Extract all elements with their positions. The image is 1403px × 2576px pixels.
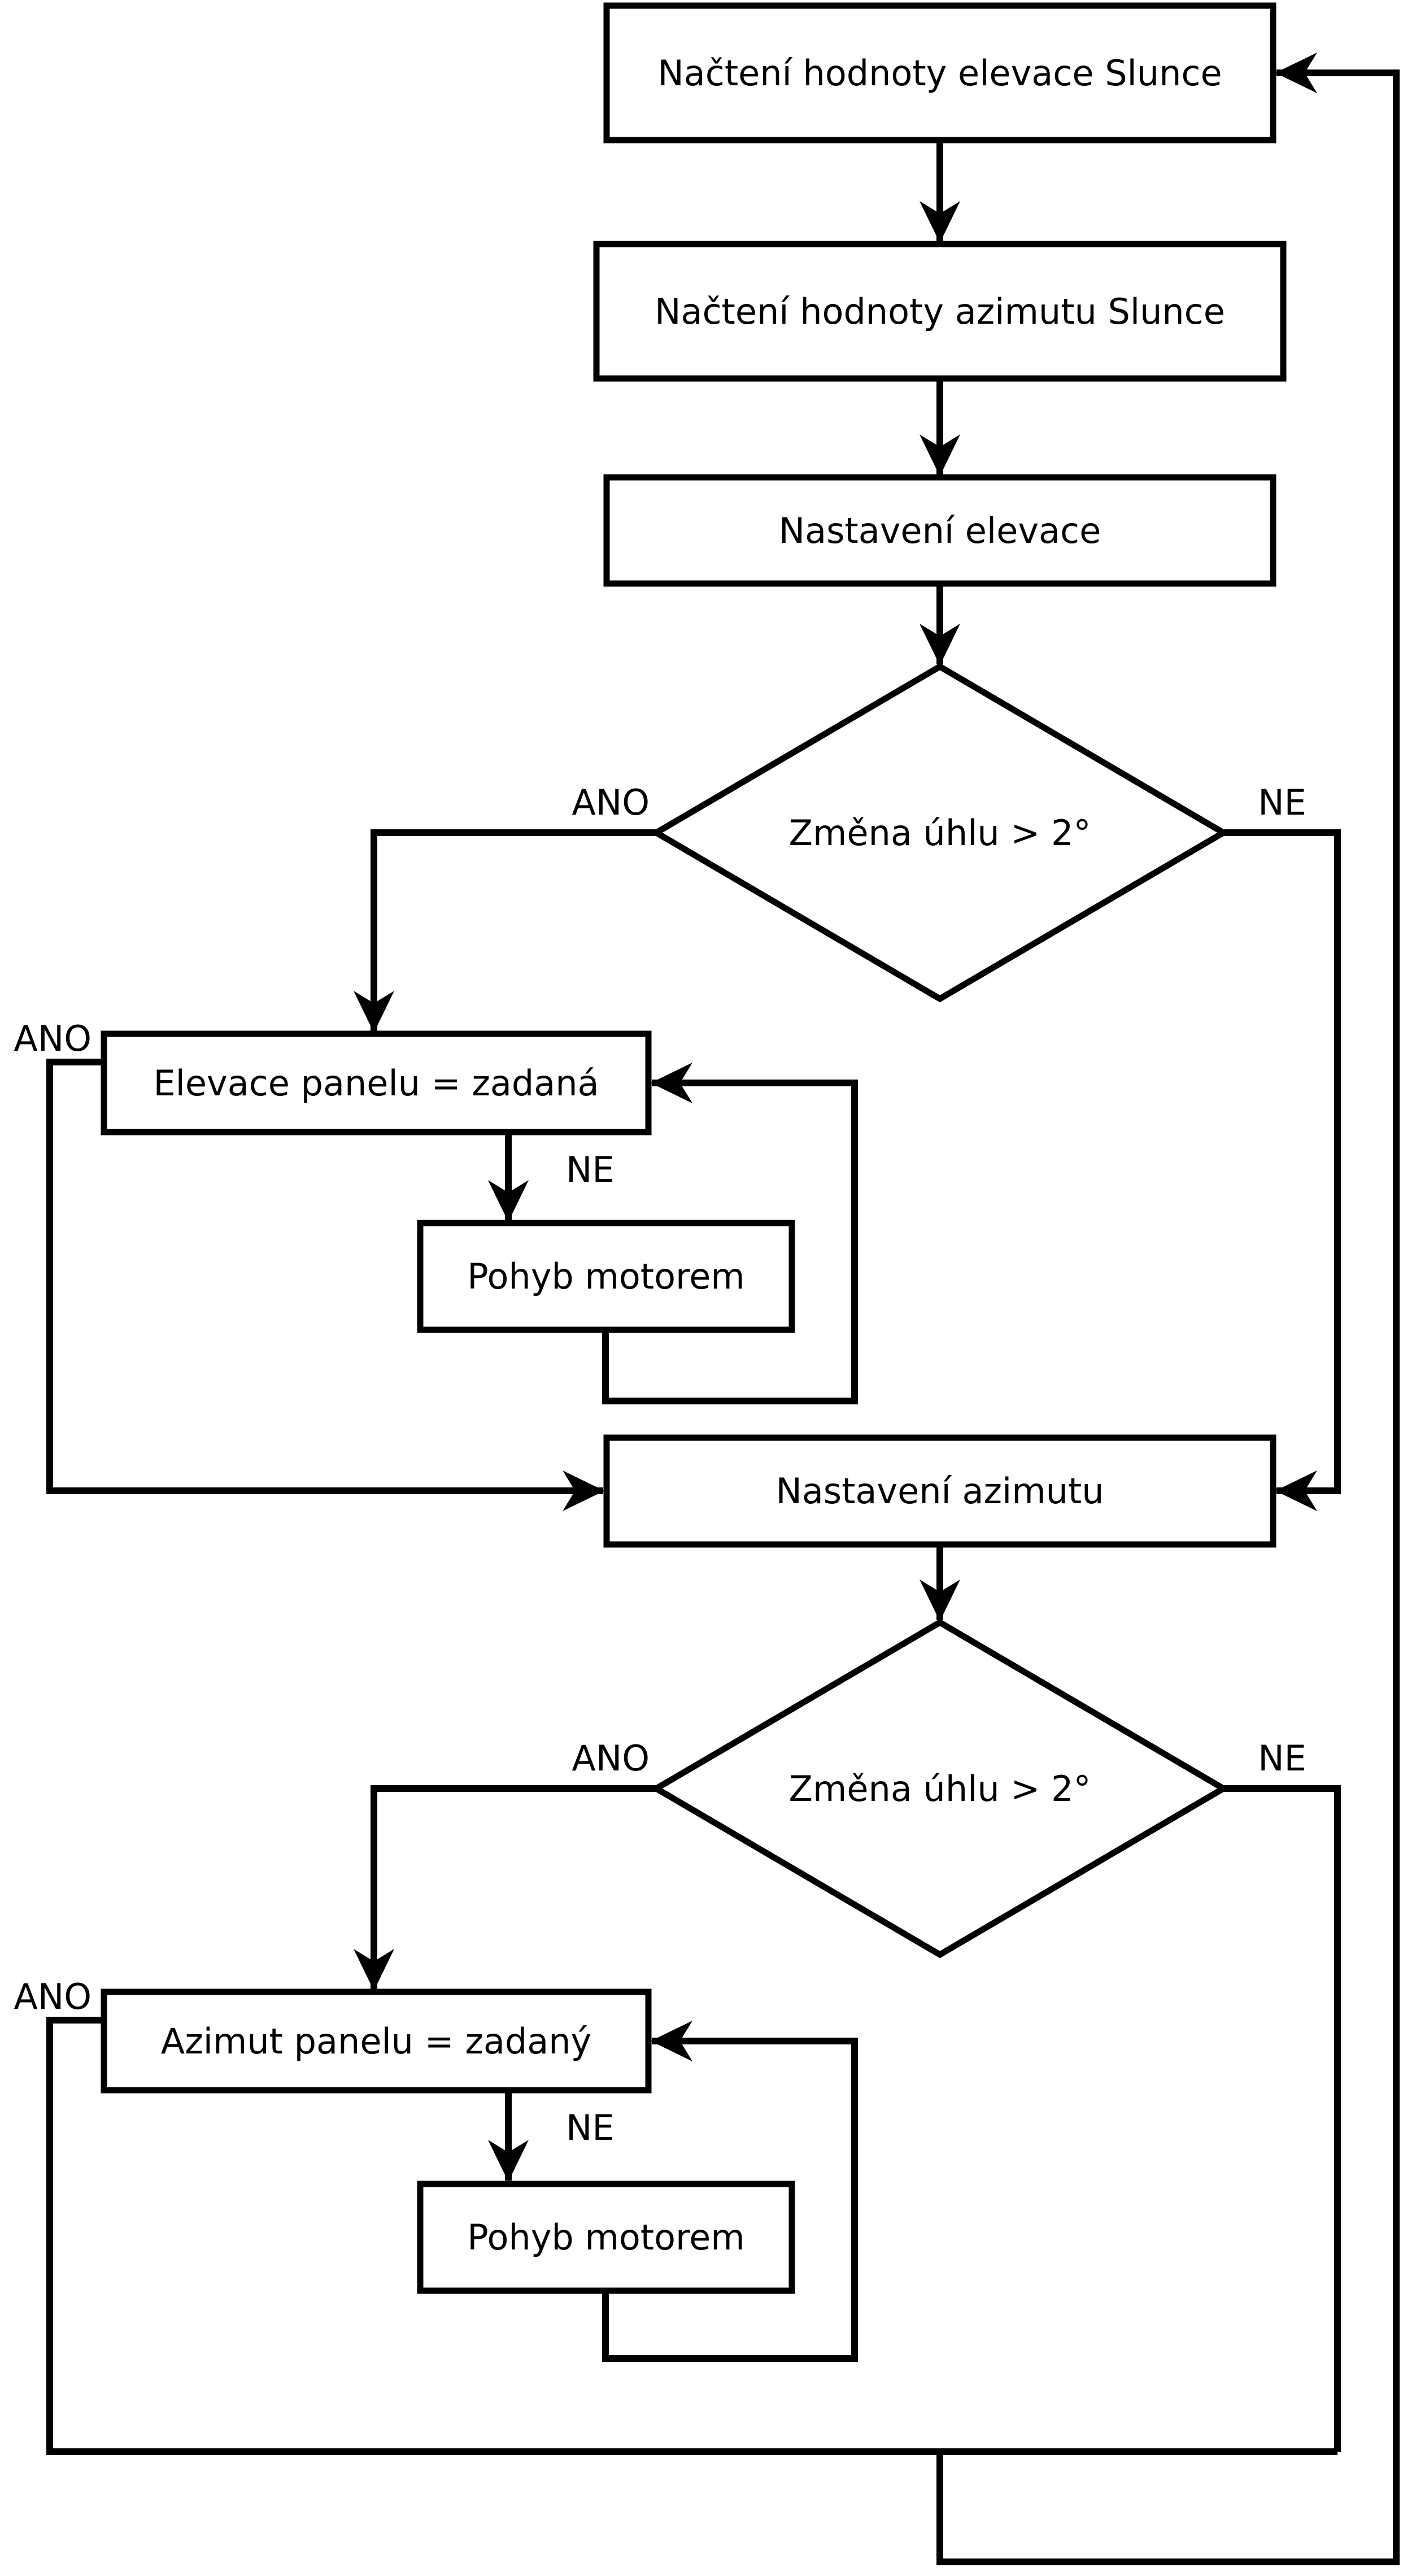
node-set-azimuth: Nastavení azimutu <box>603 1434 1276 1548</box>
node-label-load-elevation: Načtení hodnoty elevace Slunce <box>657 53 1222 94</box>
node-elevation-motor: Pohyb motorem <box>417 1220 795 1333</box>
connector-azimuth-decision-yes <box>354 1785 656 1991</box>
node-label-set-elevation: Nastavení elevace <box>779 510 1101 551</box>
node-label-azimuth-reached: Azimut panelu = zadaný <box>161 2021 591 2062</box>
branch-label-yes-elevation-decision: ANO <box>572 782 650 823</box>
connector-azimuth-motor-loop <box>602 2021 858 2362</box>
process-box-load-elevation <box>603 2 1276 143</box>
node-elevation-reached: Elevace panelu = zadaná <box>101 1030 652 1135</box>
branch-label-yes-azimuth-reached: ANO <box>14 1976 91 2017</box>
branch-label-no-azimuth-reached: NE <box>566 2107 615 2148</box>
connector-elevation-decision-yes <box>354 829 656 1033</box>
connector-azimuth-decision-no <box>1223 1785 1341 2452</box>
decision-label-azimuth: Změna úhlu > 2° <box>789 1768 1091 1809</box>
connector-elevation-motor-loop <box>602 1063 858 1404</box>
decision-diamond-azimuth <box>650 1618 1230 1959</box>
node-azimuth-reached: Azimut panelu = zadaný <box>101 1988 652 2094</box>
node-label-azimuth-motor: Pohyb motorem <box>467 2217 744 2258</box>
node-label-load-azimuth: Načtení hodnoty azimutu Slunce <box>655 291 1225 332</box>
decision-diamond-elevation <box>650 663 1230 1003</box>
node-label-set-azimuth: Nastavení azimutu <box>775 1470 1104 1512</box>
connector-azimuth-reached-yes-merge <box>46 2017 1337 2455</box>
process-box-azimuth-motor <box>417 2181 795 2294</box>
node-azimuth-decision: Změna úhlu > 2° <box>650 1618 1230 1959</box>
branch-label-yes-elevation-reached: ANO <box>14 1018 91 1059</box>
process-box-load-azimuth <box>593 241 1287 382</box>
node-load-azimuth: Načtení hodnoty azimutu Slunce <box>593 241 1287 382</box>
process-box-elevation-reached <box>101 1030 652 1135</box>
connector-elevation-decision-no <box>1223 829 1341 1511</box>
process-box-set-azimuth <box>603 1434 1276 1548</box>
node-elevation-decision: Změna úhlu > 2° <box>650 663 1230 1003</box>
connector-return-loop <box>936 53 1400 2565</box>
node-set-elevation: Nastavení elevace <box>603 474 1276 587</box>
process-box-set-elevation <box>603 474 1276 587</box>
node-load-elevation: Načtení hodnoty elevace Slunce <box>603 2 1276 143</box>
decision-label-elevation: Změna úhlu > 2° <box>789 812 1091 854</box>
node-label-elevation-motor: Pohyb motorem <box>467 1256 744 1297</box>
branch-label-no-elevation-decision: NE <box>1258 782 1306 823</box>
branch-label-no-azimuth-decision: NE <box>1258 1738 1306 1779</box>
node-azimuth-motor: Pohyb motorem <box>417 2181 795 2294</box>
branch-label-yes-azimuth-decision: ANO <box>572 1738 650 1779</box>
process-box-azimuth-reached <box>101 1988 652 2094</box>
node-label-elevation-reached: Elevace panelu = zadaná <box>153 1063 599 1104</box>
process-box-elevation-motor <box>417 1220 795 1333</box>
branch-label-no-elevation-reached: NE <box>566 1149 615 1190</box>
connector-elevation-reached-yes <box>46 1059 604 1511</box>
